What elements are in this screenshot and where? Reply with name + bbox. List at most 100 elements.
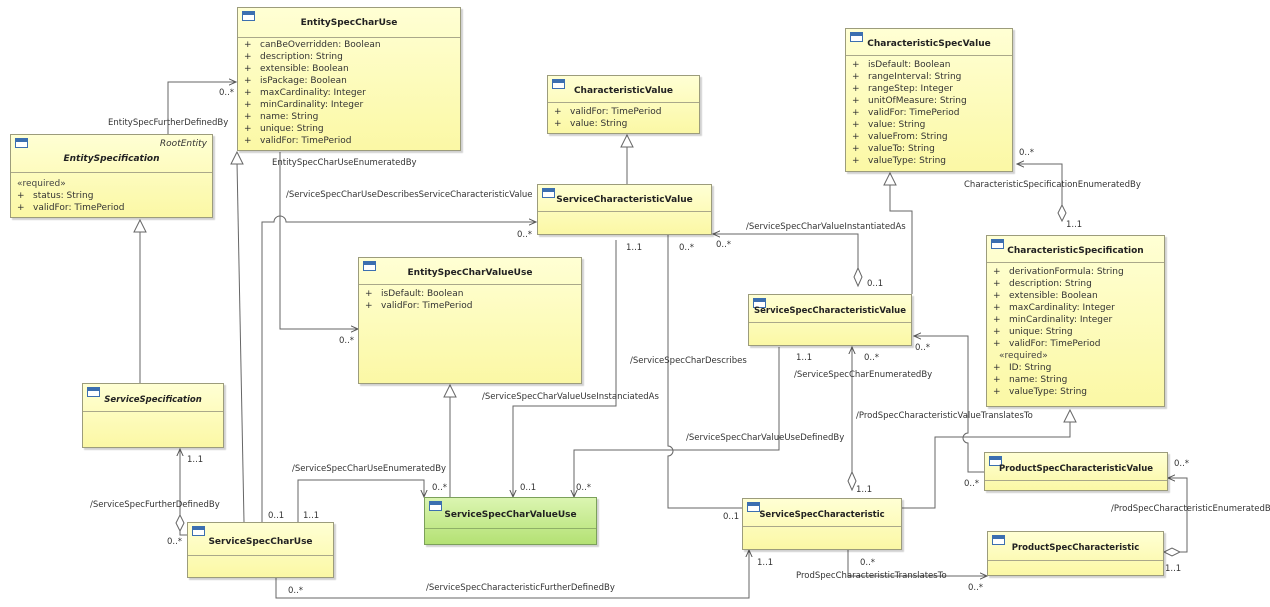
class-icon <box>989 456 1002 466</box>
assoc-servicespeccharvalueuse-instanciated-as <box>513 240 617 497</box>
multiplicity: 0..* <box>288 586 304 596</box>
multiplicity: 0..* <box>517 230 533 240</box>
association-label: CharacteristicSpecificationEnumeratedBy <box>964 180 1141 190</box>
aggregation-diamond <box>1162 547 1182 557</box>
class-name: ServiceSpecCharacteristic <box>759 510 885 520</box>
class-service-spec-char-use[interactable]: ServiceSpecCharUse <box>187 522 334 578</box>
attribute: +validFor: TimePeriod <box>244 136 352 146</box>
association-label: /ServiceSpecCharacteristicFurtherDefined… <box>426 583 615 593</box>
multiplicity: 1..1 <box>757 558 774 568</box>
aggregation-diamond <box>853 266 863 288</box>
class-entity-specification[interactable]: RootEntity EntitySpecification «required… <box>10 134 213 218</box>
compartment-divider <box>743 526 901 527</box>
class-icon <box>552 79 565 89</box>
compartment-divider <box>548 102 699 103</box>
class-characteristic-spec-value[interactable]: CharacteristicSpecValue +isDefault: Bool… <box>845 28 1013 172</box>
attribute: +minCardinality: Integer <box>244 100 364 110</box>
attribute: +validFor: TimePeriod <box>852 108 960 118</box>
assoc-prodspecchar-enumerated-by <box>1168 478 1188 553</box>
multiplicity: 0..* <box>576 483 592 493</box>
attribute: +valueType: String <box>993 387 1088 397</box>
multiplicity: 1..1 <box>626 243 643 253</box>
attribute: +isDefault: Boolean <box>852 60 951 70</box>
association-label: /ServiceSpecCharDescribes <box>630 356 747 366</box>
attribute: +status: String <box>17 191 94 201</box>
attribute: +isPackage: Boolean <box>244 76 347 86</box>
attribute: +valueTo: String <box>852 144 935 154</box>
attribute: +validFor: TimePeriod <box>365 301 473 311</box>
attribute: +value: String <box>554 119 628 129</box>
attribute: +valueType: String <box>852 156 947 166</box>
generalization-arrowhead <box>620 133 634 148</box>
generalization-servicespeccharvalue-to-characteristicspecvalue <box>889 185 913 294</box>
assoc-servicespeccharuse-enumerated-by <box>297 479 424 522</box>
association-label: EntitySpecFurtherDefinedBy <box>108 118 229 128</box>
assoc-prodspecchar-translates-to <box>847 550 987 576</box>
compartment-divider <box>359 284 581 285</box>
attribute: +unique: String <box>244 124 324 134</box>
compartment-divider <box>425 528 596 529</box>
compartment-divider <box>749 322 911 323</box>
multiplicity: 1..1 <box>1066 220 1083 230</box>
generalization-arrowhead <box>443 383 457 398</box>
class-name: ServiceSpecCharValueUse <box>444 510 577 520</box>
class-keyword: RootEntity <box>159 139 207 149</box>
class-service-spec-characteristic[interactable]: ServiceSpecCharacteristic <box>742 498 902 550</box>
attribute-list: «required» +status: String +validFor: Ti… <box>17 178 208 214</box>
assoc-servicespeccharvalue-instantiated-as <box>713 234 859 268</box>
stereotype-label: «required» <box>17 179 66 189</box>
class-characteristic-specification[interactable]: CharacteristicSpecification +derivationF… <box>986 235 1165 407</box>
class-icon <box>15 138 28 148</box>
class-icon <box>992 535 1005 545</box>
compartment-divider <box>985 480 1167 481</box>
class-name: CharacteristicValue <box>573 86 674 96</box>
assoc-servicespeccharuse-describes-scv <box>261 215 536 522</box>
multiplicity: 0..* <box>1174 459 1190 469</box>
class-icon <box>192 526 205 536</box>
class-entity-spec-char-value-use[interactable]: EntitySpecCharValueUse +isDefault: Boole… <box>358 257 582 384</box>
attribute: +minCardinality: Integer <box>993 315 1113 325</box>
attribute: +isDefault: Boolean <box>365 289 464 299</box>
class-service-spec-characteristic-value[interactable]: ServiceSpecCharacteristicValue <box>748 294 912 346</box>
attribute: +unique: String <box>993 327 1073 337</box>
class-product-spec-characteristic-value[interactable]: ProductSpecCharacteristicValue <box>984 452 1168 491</box>
class-product-spec-characteristic[interactable]: ProductSpecCharacteristic <box>987 531 1164 576</box>
attribute: +unitOfMeasure: String <box>852 96 967 106</box>
class-service-spec-char-value-use[interactable]: ServiceSpecCharValueUse <box>424 497 597 545</box>
class-characteristic-value[interactable]: CharacteristicValue +validFor: TimePerio… <box>547 75 700 134</box>
class-entity-spec-char-use[interactable]: EntitySpecCharUse +canBeOverridden: Bool… <box>237 7 461 151</box>
attribute-list: +isDefault: Boolean +validFor: TimePerio… <box>365 288 577 312</box>
class-name: EntitySpecCharValueUse <box>407 268 533 278</box>
attribute: +ID: String <box>993 363 1052 373</box>
assoc-characteristicspec-enumerated-by <box>1017 164 1063 205</box>
multiplicity: 0..* <box>679 243 695 253</box>
attribute: +rangeStep: Integer <box>852 84 953 94</box>
generalization-arrowhead <box>133 218 147 233</box>
attribute: +rangeInterval: String <box>852 72 962 82</box>
attribute: +extensible: Boolean <box>244 64 349 74</box>
class-name: ProductSpecCharacteristicValue <box>998 464 1154 474</box>
class-name: CharacteristicSpecValue <box>867 39 991 49</box>
class-name: ServiceSpecification <box>104 395 202 405</box>
class-icon <box>753 298 766 308</box>
class-service-specification[interactable]: ServiceSpecification <box>82 383 224 448</box>
multiplicity: 1..1 <box>1165 564 1182 574</box>
compartment-divider <box>538 211 711 212</box>
multiplicity: 0..1 <box>520 483 537 493</box>
multiplicity: 0..* <box>432 483 448 493</box>
compartment-divider <box>188 555 333 556</box>
multiplicity: 1..1 <box>187 455 204 465</box>
attribute: +canBeOverridden: Boolean <box>244 40 381 50</box>
generalization-arrowhead <box>883 171 897 186</box>
multiplicity: 0..* <box>219 88 235 98</box>
attribute: +maxCardinality: Integer <box>993 303 1115 313</box>
assoc-entityspec-further-defined <box>167 82 236 134</box>
association-label: /ServiceSpecCharUseDescribesServiceChara… <box>286 190 533 200</box>
compartment-divider <box>987 262 1164 263</box>
multiplicity: 0..1 <box>723 512 740 522</box>
association-label: /ServiceSpecCharValueUseInstanciatedAs <box>482 392 659 402</box>
assoc-servicespecchar-describes <box>668 211 742 509</box>
class-service-characteristic-value[interactable]: ServiceCharacteristicValue <box>537 184 712 235</box>
multiplicity: 0..* <box>968 583 984 593</box>
compartment-divider <box>11 172 212 173</box>
